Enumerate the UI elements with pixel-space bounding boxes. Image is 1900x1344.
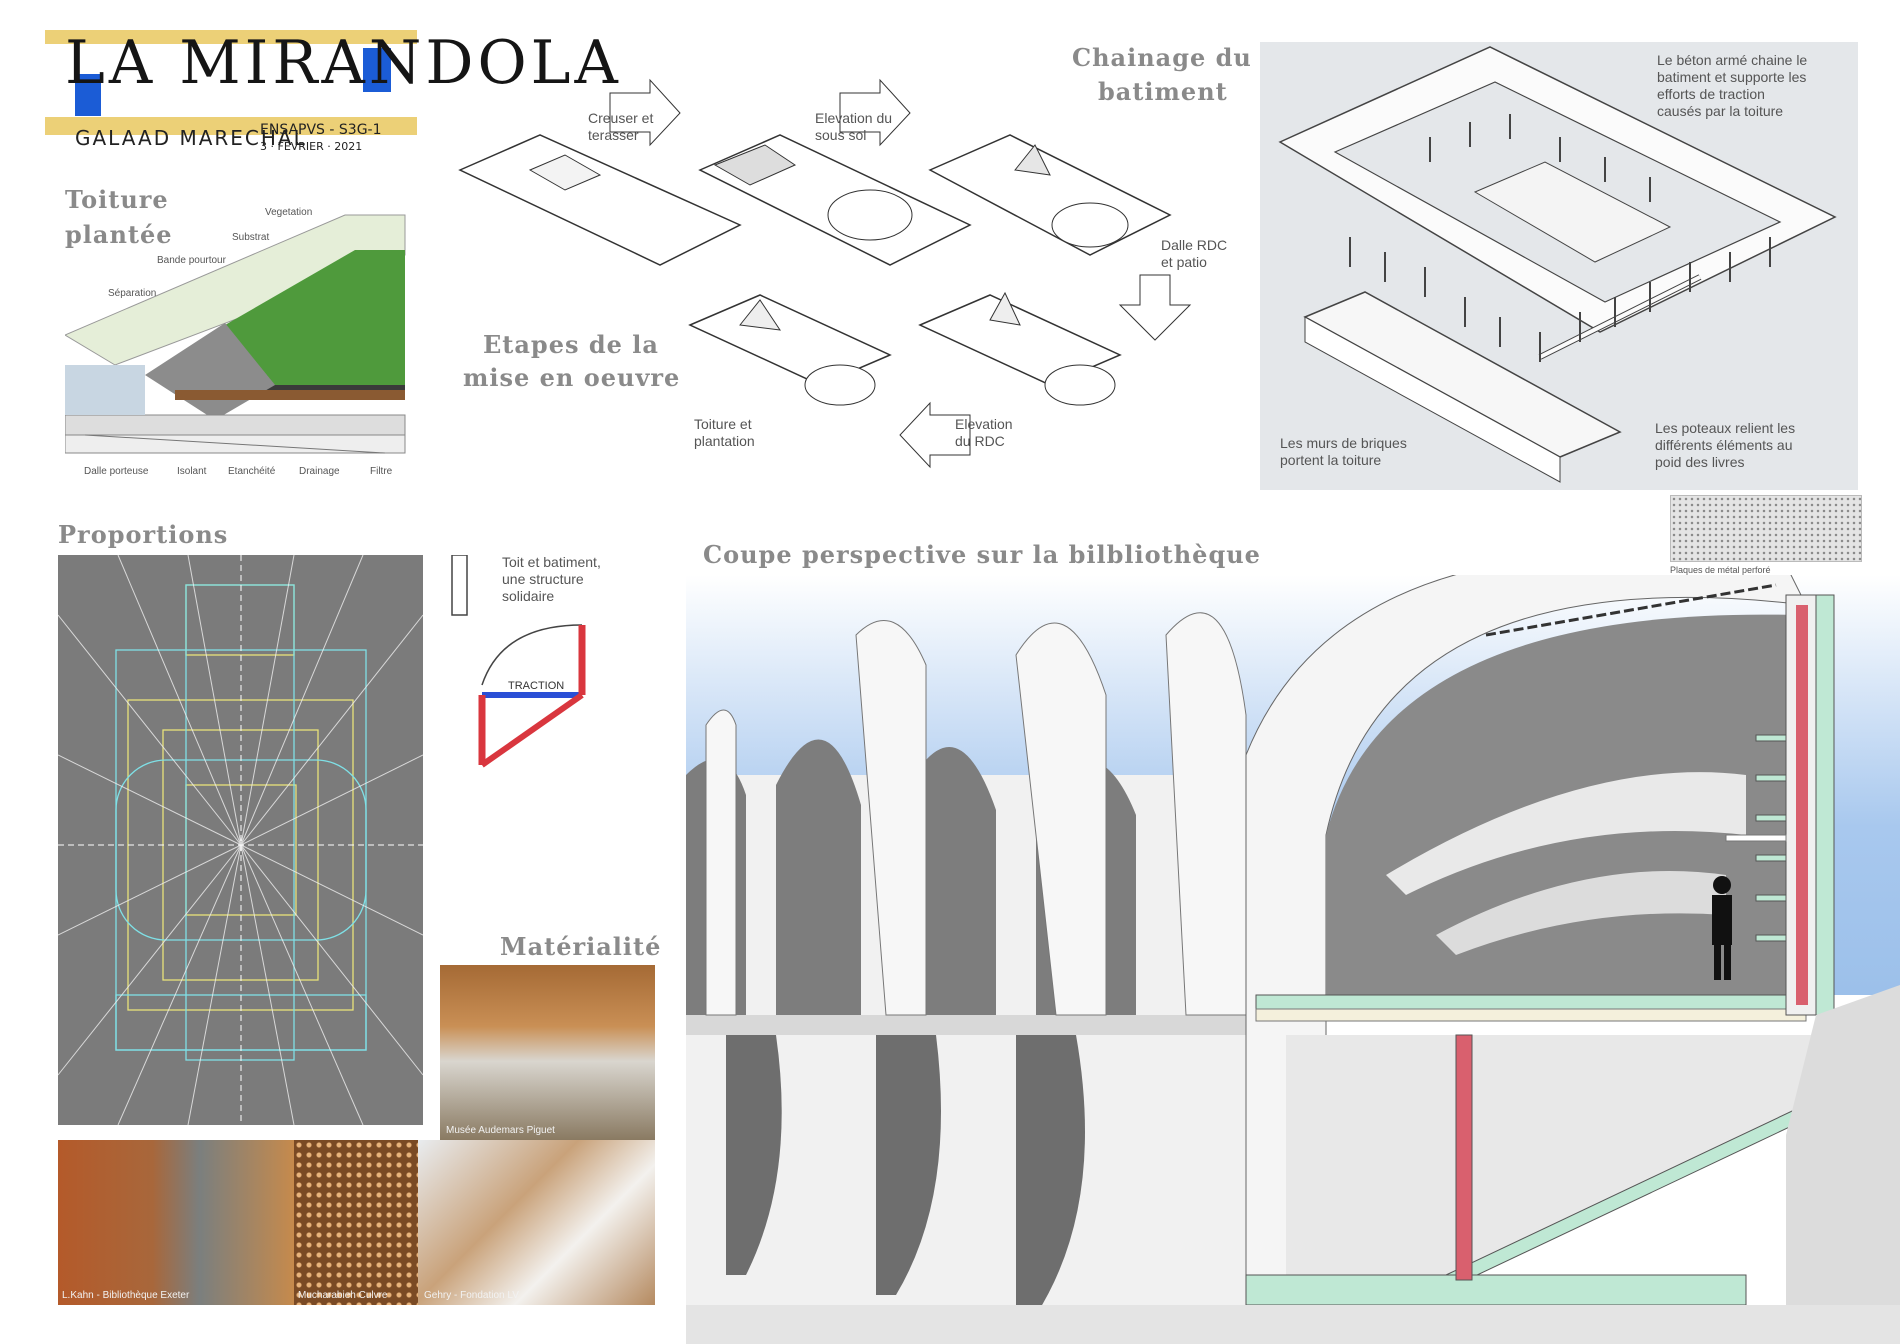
blue-square-left	[75, 74, 101, 116]
label-bande: Bande pourtour	[157, 255, 226, 266]
chainage-label-poteaux: Les poteaux relient les différents éléme…	[1655, 420, 1796, 470]
photo-gehry: Gehry - Fondation LV	[418, 1140, 655, 1305]
photo-kahn: L.Kahn - Bibliothèque Exeter	[58, 1140, 294, 1305]
label-vegetation: Vegetation	[265, 207, 313, 218]
etapes-title-1: Etapes de la	[483, 330, 659, 359]
caption-moucharabieh: Mucharabieh Culvre	[298, 1290, 388, 1301]
label-filtre: Filtre	[370, 466, 393, 477]
chainage-title-1: Chainage du	[1072, 43, 1252, 72]
caption-audemars: Musée Audemars Piguet	[446, 1125, 555, 1136]
author-name: GALAAD MARECHAL	[75, 126, 307, 150]
materialite-title: Matérialité	[500, 932, 662, 961]
etapes-title-2: mise en oeuvre	[463, 363, 681, 392]
photo-audemars: Musée Audemars Piguet	[440, 965, 655, 1140]
section-perspective	[686, 575, 1900, 1344]
chainage-label-murs: Les murs de briques portent la toiture	[1280, 435, 1407, 468]
logo-block	[45, 22, 425, 157]
label-substrat: Substrat	[232, 232, 270, 243]
traction-label: TRACTION	[508, 680, 565, 692]
label-dalle: Dalle porteuse	[84, 466, 149, 477]
proportions-diagram	[58, 555, 423, 1125]
human-silhouette	[1712, 876, 1732, 980]
perforated-sample	[1670, 495, 1862, 562]
chainage-label-beton: Le béton armé chaine le batiment et supp…	[1657, 52, 1808, 119]
caption-gehry: Gehry - Fondation LV	[424, 1290, 519, 1301]
course-line-2: 3 · FÉVRIER · 2021	[260, 140, 363, 153]
label-isolant: Isolant	[177, 466, 207, 477]
step-4-label: Elevation du RDC	[955, 416, 1013, 449]
step-2-label: Elevation du sous sol	[815, 110, 893, 143]
traction-sketch	[432, 555, 662, 785]
step-1-label: Creuser et terasser	[588, 110, 654, 143]
blue-square-right	[363, 48, 391, 92]
proportions-title: Proportions	[58, 520, 229, 549]
logo-graphic	[45, 30, 417, 135]
plaques-label: Plaques de métal perforé	[1670, 565, 1771, 575]
label-separation: Séparation	[108, 288, 157, 299]
proportion-note: Toit et batiment, une structure solidair…	[502, 554, 601, 604]
caption-kahn: L.Kahn - Bibliothèque Exeter	[62, 1290, 190, 1301]
label-etancheite: Etanchéité	[228, 466, 276, 477]
chainage-title-2: batiment	[1098, 77, 1228, 106]
chainage-panel	[1260, 42, 1858, 490]
label-drainage: Drainage	[299, 466, 340, 477]
step-5-label: Toiture et plantation	[694, 416, 755, 449]
logo-text: LA MIRANDOLA	[65, 28, 622, 98]
course-line-1: ENSAPVS - S3G-1	[260, 122, 382, 138]
toiture-title-2: plantée	[65, 220, 173, 249]
toiture-title-1: Toiture	[65, 185, 169, 214]
construction-steps-drawing	[450, 75, 1210, 475]
step-3-label: Dalle RDC et patio	[1161, 237, 1228, 270]
roof-detail-drawing	[65, 205, 410, 490]
photo-moucharabieh: Mucharabieh Culvre	[294, 1140, 418, 1305]
coupe-title: Coupe perspective sur la bilbliothèque	[703, 540, 1261, 569]
